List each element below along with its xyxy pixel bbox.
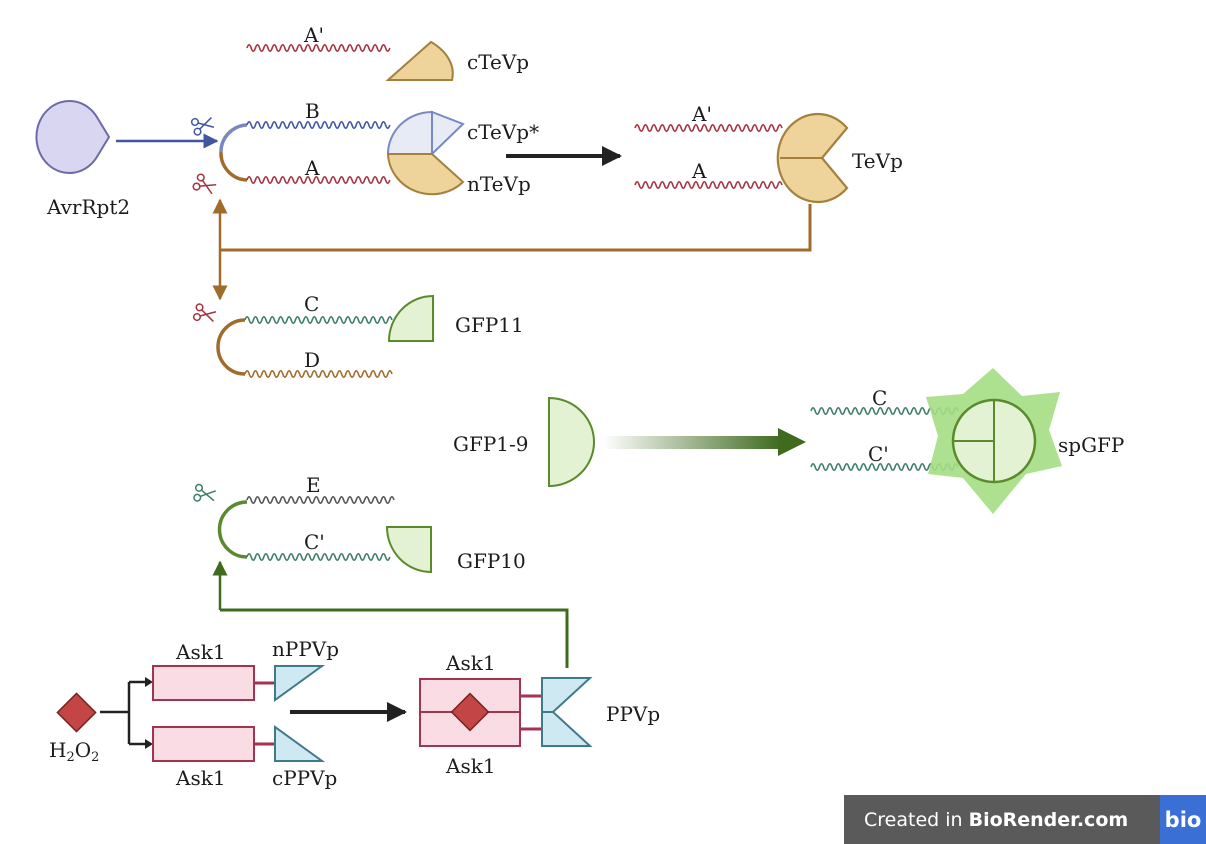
strand-a-right <box>634 180 783 190</box>
hairpin-b-a-lower <box>219 151 248 182</box>
label-ctevp: cTeVp <box>467 50 529 74</box>
label-cppvp: cPPVp <box>272 766 337 790</box>
label-c-prime: C' <box>304 530 325 554</box>
hairpin-b-a <box>219 123 248 153</box>
label-ask1-complex-bottom: Ask1 <box>445 754 496 778</box>
label-e: E <box>306 473 321 497</box>
h2o2-branch-lines <box>100 680 150 746</box>
gfp11-fragment-icon <box>387 294 434 342</box>
label-a-prime-right: A' <box>691 102 712 126</box>
scissors-icon <box>192 483 218 505</box>
strand-a <box>246 175 391 185</box>
strand-e <box>246 496 395 504</box>
branch-arrowhead <box>145 677 153 687</box>
gfp-assembly-arrowhead <box>778 428 806 456</box>
ctevp-star-half-icon <box>386 110 465 157</box>
h2o2-bound-diamond-icon <box>450 692 490 732</box>
label-c: C <box>304 292 319 316</box>
label-ctevp-star: cTeVp* <box>467 120 539 144</box>
label-tevp: TeVp <box>852 149 903 173</box>
biorender-watermark[interactable]: Created in BioRender.com bio <box>844 795 1206 844</box>
strand-a-prime-top <box>246 44 391 52</box>
label-avrrpt2: AvrRpt2 <box>46 195 130 219</box>
cppvp-fragment-icon <box>274 725 326 762</box>
scissors-icon <box>191 172 219 198</box>
ask1-bottom-box <box>152 726 255 762</box>
hairpin-c-d <box>216 318 246 376</box>
nppvp-fragment-icon <box>274 665 326 702</box>
ppvp-activation-line <box>220 608 569 668</box>
ctevp-half-icon <box>385 40 454 81</box>
branch-arrowhead <box>145 739 153 749</box>
label-ask1-complex-top: Ask1 <box>445 651 496 675</box>
strand-c-prime <box>246 553 391 561</box>
label-a-right: A <box>691 159 707 183</box>
label-h2o2: H2O2 <box>49 738 99 765</box>
label-ask1-bottom: Ask1 <box>175 766 226 790</box>
gfp1-9-fragment-icon <box>548 396 595 488</box>
gfp-assembly-arrow <box>603 436 781 449</box>
label-a: A <box>304 156 320 180</box>
gfp10-fragment-icon <box>385 526 432 574</box>
label-gfp11: GFP11 <box>455 313 524 337</box>
tevp-feedback-line <box>220 204 812 252</box>
strand-d <box>244 370 393 378</box>
hairpin-e-c-prime <box>217 500 248 559</box>
scissors-icon <box>190 113 216 137</box>
ask1-top-box <box>152 665 255 701</box>
strand-a-prime-right <box>634 124 783 133</box>
ppvp-protease-icon <box>541 677 593 747</box>
ntevp-half-icon <box>386 153 465 196</box>
watermark-text: Created in BioRender.com <box>864 808 1129 831</box>
label-b: B <box>305 99 320 123</box>
label-spgfp: spGFP <box>1058 433 1124 457</box>
avrrpt2-pacman-icon <box>35 100 111 174</box>
label-ask1-top: Ask1 <box>175 640 226 664</box>
label-d: D <box>304 348 320 372</box>
label-gfp10: GFP10 <box>457 549 526 573</box>
scissors-icon <box>192 302 218 326</box>
label-ntevp: nTeVp <box>467 172 531 196</box>
label-a-prime-top: A' <box>303 23 324 47</box>
strand-c <box>244 316 393 324</box>
biorender-logo-icon: bio <box>1160 795 1206 844</box>
label-c-prime-right: C' <box>868 442 889 466</box>
label-gfp1-9: GFP1-9 <box>453 432 529 456</box>
label-ppvp: PPVp <box>606 702 660 726</box>
h2o2-diamond-icon <box>56 692 97 733</box>
label-nppvp: nPPVp <box>272 637 339 661</box>
strand-b <box>246 121 391 130</box>
label-c-right: C <box>872 386 887 410</box>
